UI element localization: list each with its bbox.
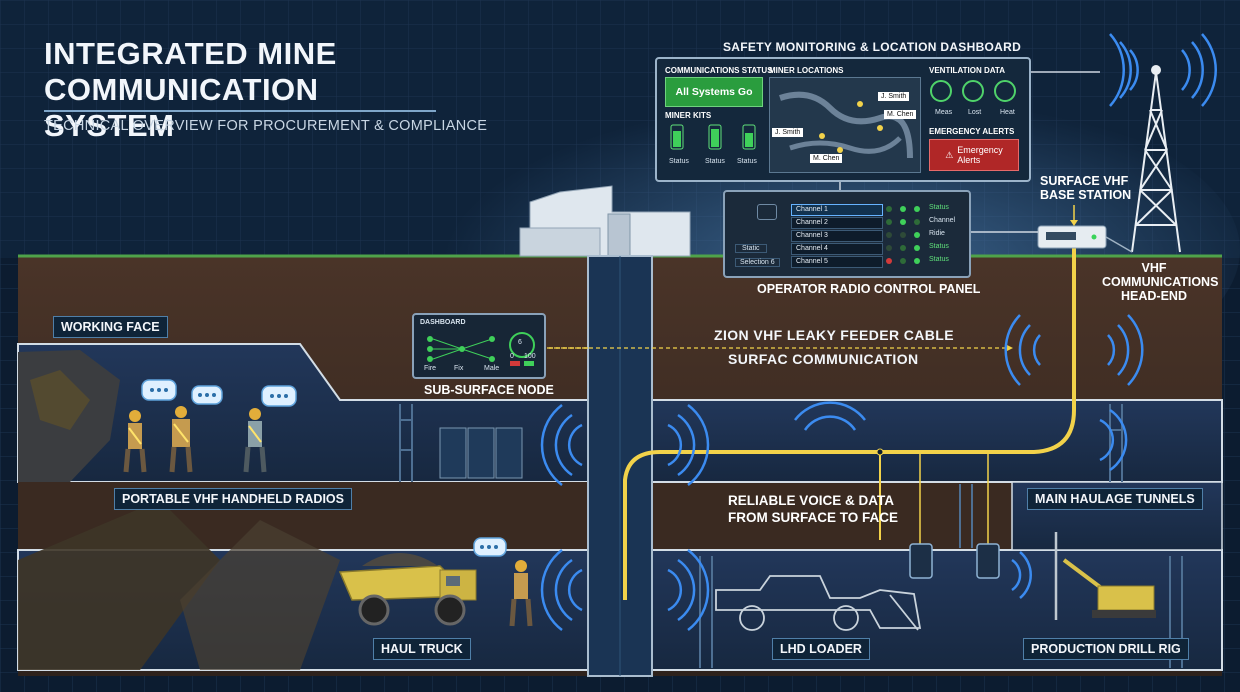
warning-icon: ⚠	[945, 150, 954, 160]
channel-3[interactable]: Channel 3	[791, 230, 883, 242]
alert-text-line-2: Alerts	[957, 155, 981, 165]
alert-text-line-1: Emergency	[957, 145, 1003, 155]
node-diagram-icon	[427, 332, 535, 366]
miner-locations-label: MINER LOCATIONS	[769, 66, 844, 75]
comms-status-label: COMMUNICATIONS STATUS	[665, 66, 773, 75]
surface-comm-label: SURFAC COMMUNICATION	[728, 351, 919, 367]
panel-status-3: Ridie	[929, 230, 945, 237]
panel-status-4: Status	[929, 243, 949, 250]
haulage-tunnels-label: MAIN HAULAGE TUNNELS	[1027, 488, 1203, 510]
panel-status-5: Status	[929, 256, 949, 263]
radio-tower	[1131, 65, 1181, 253]
base-station	[1037, 225, 1107, 249]
surface-building	[519, 185, 691, 257]
node-gauge-value: 6	[518, 339, 522, 346]
headend-label-line-3: HEAD-END	[1121, 289, 1187, 303]
vent-item-1: Meas	[935, 109, 953, 116]
safety-dashboard: COMMUNICATIONS STATUS All Systems Go MIN…	[655, 57, 1031, 182]
miner-location-map: J. Smith M. Chen J. Smith M. Chen	[769, 77, 921, 173]
title-divider	[44, 110, 436, 112]
control-panel-label: OPERATOR RADIO CONTROL PANEL	[757, 282, 981, 296]
cable-label: ZION VHF LEAKY FEEDER CABLE	[714, 327, 955, 343]
kit-status-3: Status	[737, 158, 757, 165]
miner-figures	[123, 406, 533, 627]
base-station-label: SURFACE VHF BASE STATION	[1040, 174, 1132, 202]
miner-tag-3: J. Smith	[772, 128, 804, 137]
base-station-label-line-1: SURFACE VHF	[1040, 174, 1129, 188]
title-line-2: COMMUNICATION SYSTEM	[44, 72, 319, 143]
panel-status-1: Status	[929, 204, 949, 211]
alert-text: Emergency Alerts	[957, 145, 1003, 165]
beacon-devices	[909, 543, 1000, 579]
panel-status-2: Channel	[929, 217, 956, 224]
miner-tag-4: M. Chen	[810, 154, 843, 163]
subsurface-node-device: DASHBOARD 6 0 100 Fire Fix Male	[412, 313, 546, 379]
emergency-alert-box[interactable]: ⚠ Emergency Alerts	[929, 139, 1019, 171]
drill-rig-label: PRODUCTION DRILL RIG	[1023, 638, 1189, 660]
title-line-1: INTEGRATED MINE	[44, 36, 337, 71]
headend-label-line-2: COMMUNICATIONS	[1102, 275, 1219, 289]
signal-waves	[540, 33, 1217, 631]
static-button[interactable]: Static	[735, 244, 767, 253]
leaky-feeder-cable	[623, 244, 1076, 600]
all-systems-badge: All Systems Go	[665, 77, 763, 107]
upper-right-tunnel	[651, 399, 1223, 483]
vent-gauges	[930, 80, 1016, 102]
selection-button[interactable]: Selection 6	[735, 258, 780, 267]
subsurface-node-label: SUB-SURFACE NODE	[424, 383, 554, 397]
reliable-voice-label: RELIABLE VOICE & DATA FROM SURFACE TO FA…	[728, 492, 898, 526]
headend-label-line-1: VHF	[1141, 261, 1167, 275]
node-gauge-max: 100	[524, 353, 536, 360]
headend-label: VHF COMMUNICATIONS HEAD-END	[1102, 261, 1219, 303]
reliable-line-1: RELIABLE VOICE & DATA	[728, 493, 895, 508]
handheld-radios-label: PORTABLE VHF HANDHELD RADIOS	[114, 488, 352, 510]
microphone-icon	[757, 204, 777, 220]
node-screen-title: DASHBOARD	[420, 319, 466, 326]
miner-tag-2: M. Chen	[884, 110, 917, 119]
node-item-fire: Fire	[424, 365, 437, 372]
haul-truck-graphic	[338, 553, 477, 626]
base-station-label-line-2: BASE STATION	[1040, 188, 1132, 202]
vent-item-2: Lost	[968, 109, 982, 116]
channel-2[interactable]: Channel 2	[791, 217, 883, 229]
emergency-alerts-label: EMERGENCY ALERTS	[929, 127, 1015, 136]
node-gauge-min: 0	[510, 353, 514, 360]
electrical-cabinets	[439, 427, 523, 479]
lhd-loader-graphic	[715, 575, 922, 631]
page-subtitle: TECHNICAL OVERVIEW FOR PROCUREMENT & COM…	[44, 118, 488, 134]
battery-icons	[670, 124, 756, 150]
node-item-male: Male	[484, 365, 500, 372]
ventilation-label: VENTILATION DATA	[929, 66, 1005, 75]
reliable-line-2: FROM SURFACE TO FACE	[728, 510, 899, 525]
miner-tag-1: J. Smith	[878, 92, 910, 101]
channel-4[interactable]: Channel 4	[791, 243, 883, 255]
working-face-label: WORKING FACE	[53, 316, 168, 338]
kit-status-2: Status	[705, 158, 725, 165]
miner-kits-label: MINER KITS	[665, 111, 712, 120]
channel-1[interactable]: Channel 1	[791, 204, 883, 216]
map-graphic	[779, 91, 913, 159]
node-item-fix: Fix	[454, 365, 464, 372]
channel-5[interactable]: Channel 5	[791, 256, 883, 268]
vent-item-3: Heat	[1000, 109, 1015, 116]
channel-indicator-lights	[886, 206, 920, 264]
dashboard-heading: SAFETY MONITORING & LOCATION DASHBOARD	[723, 40, 1022, 54]
page-title: INTEGRATED MINE COMMUNICATION SYSTEM	[44, 36, 444, 144]
lhd-loader-label: LHD LOADER	[772, 638, 870, 660]
radio-control-panel: Static Selection 6 Channel 1 Channel 2 C…	[723, 190, 971, 278]
kit-status-1: Status	[669, 158, 689, 165]
haul-truck-label: HAUL TRUCK	[373, 638, 471, 660]
drill-rig-graphic	[1054, 532, 1156, 620]
